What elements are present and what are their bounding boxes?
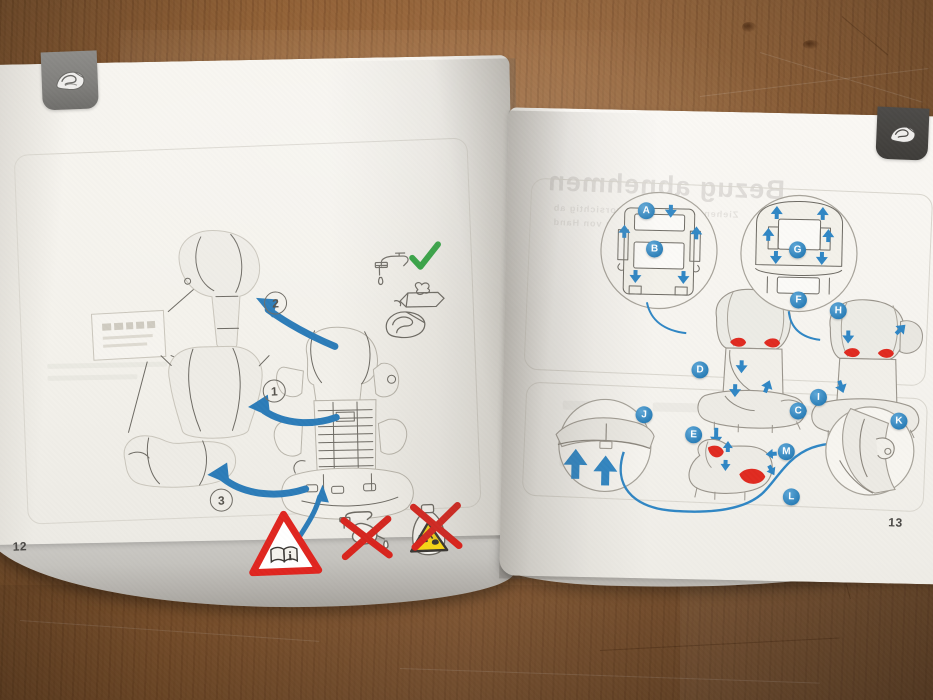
step-arrow-1 [236, 383, 347, 440]
page-number-left: 12 [12, 539, 28, 554]
booster-seat-right-view [802, 294, 933, 447]
left-page: 2 1 3 [0, 50, 519, 577]
detail-circle-k [819, 402, 921, 507]
cleaning-cloth-icon-left [382, 307, 431, 347]
cleaning-cloth-icon [887, 120, 918, 146]
cleaning-cloth-icon [52, 66, 87, 95]
booster-seat-refit-view [678, 429, 790, 516]
header-tab-right [875, 106, 930, 161]
svg-text:i: i [288, 548, 293, 563]
faucet-water-icon [373, 252, 420, 301]
read-manual-warning: i [247, 510, 323, 582]
page-number-right: 13 [888, 515, 903, 530]
no-machine-wash-warning [333, 505, 399, 570]
step-arrow-2 [236, 286, 347, 363]
right-page: Bezug abnehmen Ziehen Sie den Bezug vors… [499, 106, 933, 585]
soap-sponge-icon [393, 278, 447, 318]
connector-line-gf [786, 309, 847, 361]
green-check-icon [409, 241, 442, 278]
headrest-cover-removed [161, 223, 284, 360]
connector-line-ab [644, 300, 715, 356]
header-tab-left [40, 50, 99, 111]
washing-care-label [90, 308, 171, 373]
detail-circle-j [549, 394, 661, 501]
no-chemicals-warning [397, 499, 468, 569]
warning-pointer-arrow [290, 482, 341, 544]
seat-base-cover-removed [114, 418, 246, 505]
step-arrow-3 [197, 455, 318, 512]
